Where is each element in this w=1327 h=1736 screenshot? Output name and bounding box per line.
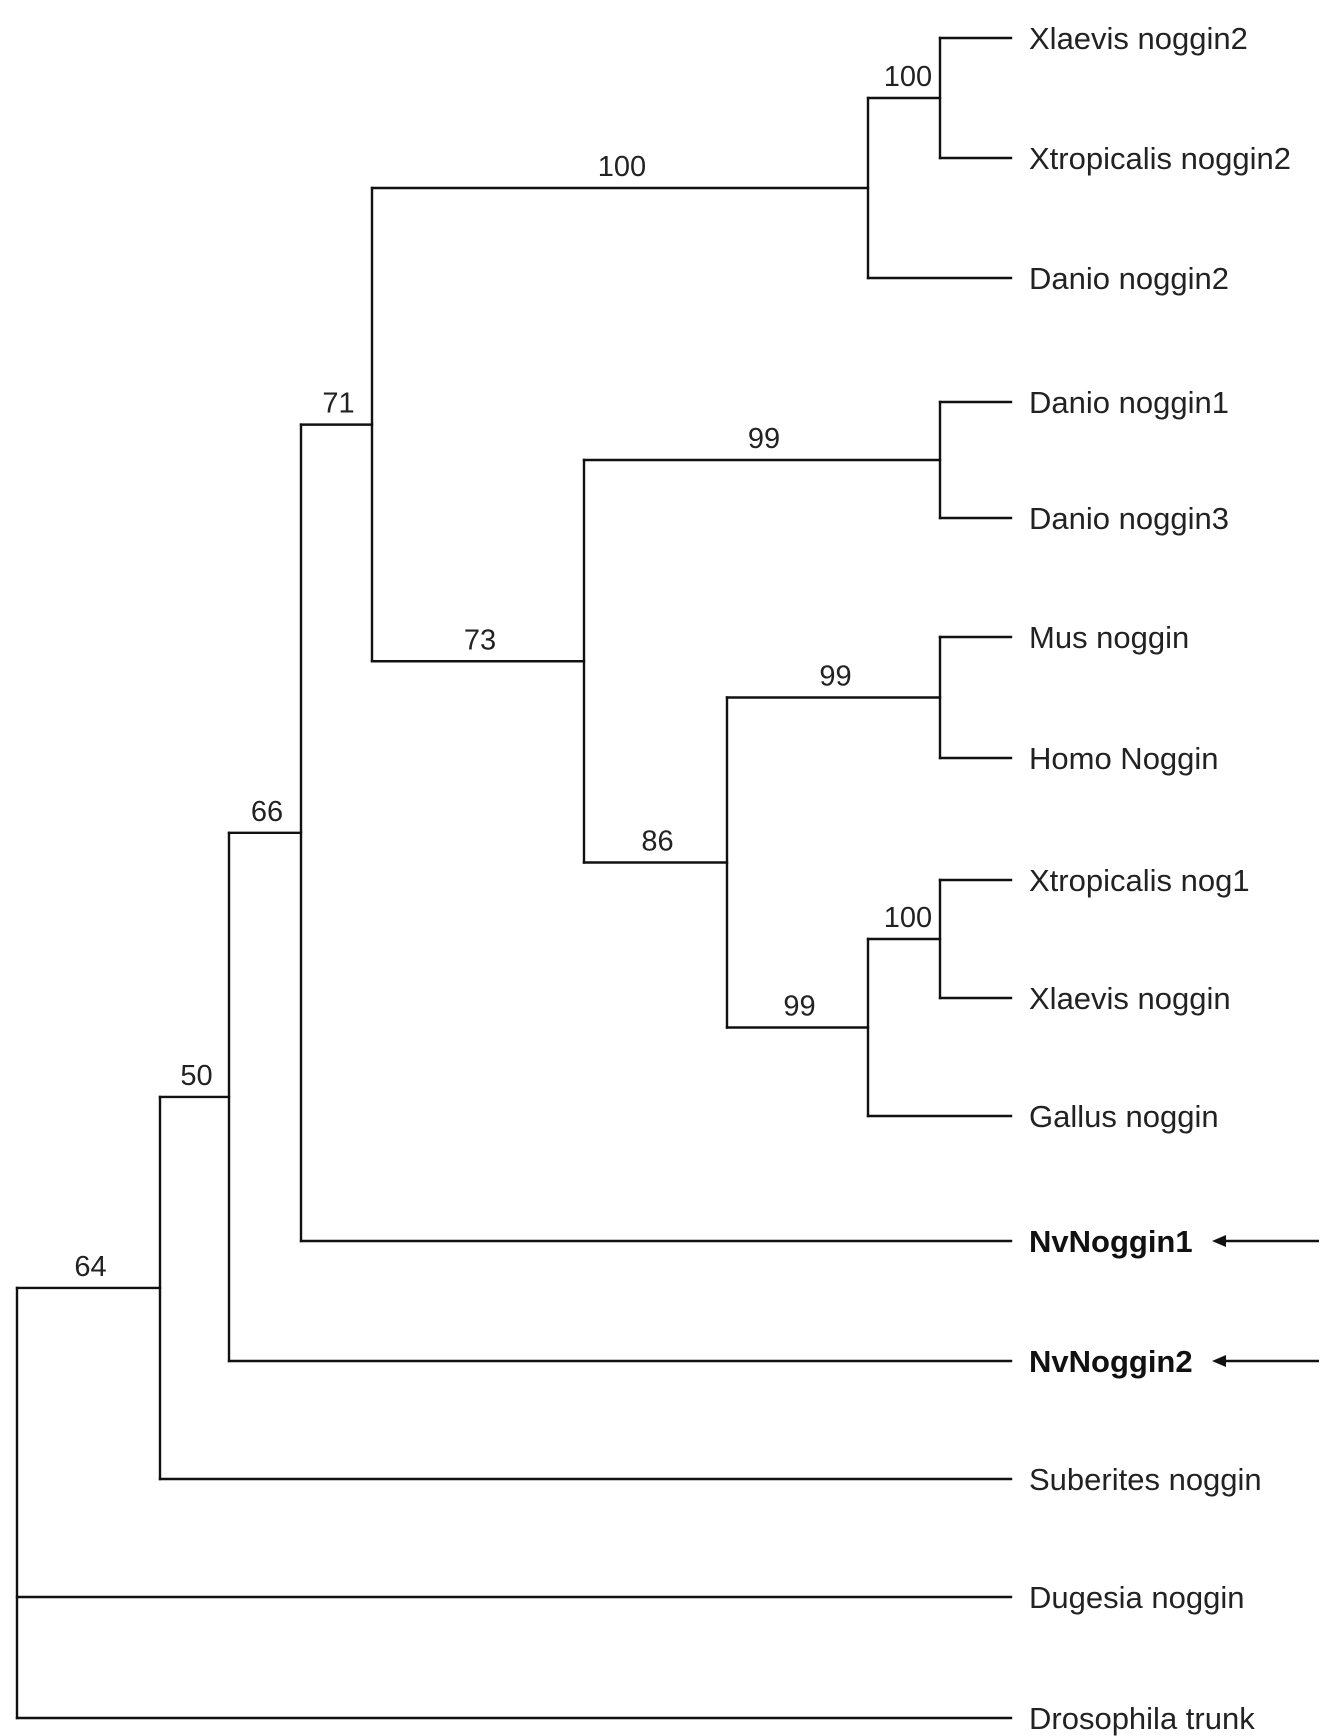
taxon-label-t3: Danio noggin2 bbox=[1029, 261, 1229, 296]
taxon-label-t4: Danio noggin1 bbox=[1029, 385, 1229, 420]
taxon-label-t8: Xtropicalis nog1 bbox=[1029, 863, 1250, 898]
arrow-head-t11 bbox=[1212, 1235, 1226, 1247]
taxon-label-t14: Dugesia noggin bbox=[1029, 1580, 1244, 1615]
tree-branches bbox=[15, 36, 1013, 1720]
support-value-G: 86 bbox=[641, 826, 673, 858]
taxon-label-t1: Xlaevis noggin2 bbox=[1029, 21, 1248, 56]
taxon-label-t6: Mus noggin bbox=[1029, 620, 1189, 655]
support-value-C: 99 bbox=[748, 423, 780, 455]
taxon-label-t2: Xtropicalis noggin2 bbox=[1029, 141, 1291, 176]
taxon-label-t5: Danio noggin3 bbox=[1029, 501, 1229, 536]
support-value-E: 100 bbox=[884, 902, 932, 934]
arrow-head-t12 bbox=[1212, 1355, 1226, 1367]
support-value-H: 73 bbox=[464, 624, 496, 656]
support-value-F: 99 bbox=[783, 991, 815, 1023]
support-value-D: 99 bbox=[819, 661, 851, 693]
taxon-label-t7: Homo Noggin bbox=[1029, 741, 1219, 776]
taxon-label-t11: NvNoggin1 bbox=[1029, 1224, 1193, 1259]
taxon-label-t10: Gallus noggin bbox=[1029, 1099, 1219, 1134]
taxon-label-t12: NvNoggin2 bbox=[1029, 1344, 1193, 1379]
support-value-I: 71 bbox=[322, 388, 354, 420]
support-value-L: 64 bbox=[74, 1251, 106, 1283]
taxon-label-t13: Suberites noggin bbox=[1029, 1462, 1262, 1497]
support-value-A: 100 bbox=[884, 61, 932, 93]
taxon-label-t9: Xlaevis noggin bbox=[1029, 981, 1231, 1016]
support-value-J: 66 bbox=[251, 796, 283, 828]
bootstrap-support-values: 100 100 99 99 100 99 86 73 71 66 50 64 bbox=[74, 61, 932, 1283]
support-value-K: 50 bbox=[180, 1060, 212, 1092]
taxon-label-t15: Drosophila trunk bbox=[1029, 1701, 1255, 1736]
highlight-arrows bbox=[1212, 1235, 1319, 1367]
support-value-B: 100 bbox=[598, 151, 646, 183]
